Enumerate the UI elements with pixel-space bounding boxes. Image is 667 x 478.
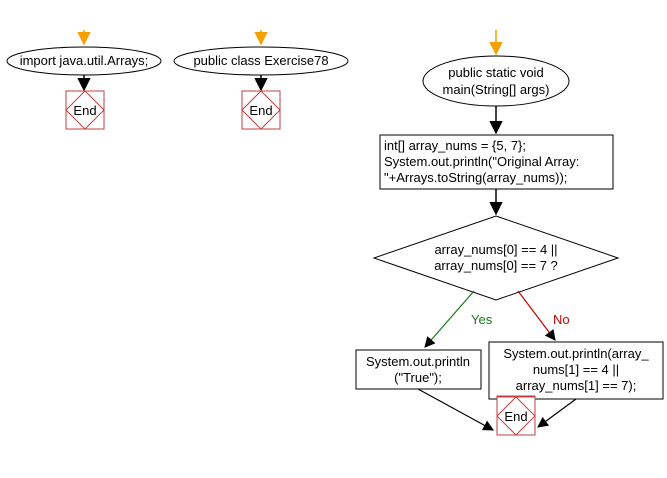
- main-text-line-1: public static void: [448, 65, 543, 80]
- end-node-final: End: [496, 396, 536, 436]
- print-true-block: [355, 349, 482, 390]
- decision-line-1: array_nums[0] == 4 ||: [434, 242, 557, 257]
- print-else-line-1: System.out.println(array_: [503, 346, 649, 361]
- decision-line-2: array_nums[0] == 7 ?: [434, 258, 558, 273]
- end-label: End: [504, 409, 527, 424]
- no-edge: [517, 290, 556, 341]
- no-label: No: [553, 312, 570, 327]
- init-line-1: int[] array_nums = {5, 7};: [384, 138, 526, 153]
- import-flow: import java.util.Arrays; End: [6, 30, 162, 130]
- yes-edge: [424, 290, 475, 348]
- end-label: End: [73, 103, 96, 118]
- decision-node: [372, 215, 620, 301]
- edge: [417, 388, 494, 431]
- class-flow: public class Exercise78 End: [173, 30, 349, 130]
- main-text-line-2: main(String[] args): [443, 82, 550, 97]
- class-text: public class Exercise78: [193, 53, 328, 68]
- print-true-line-1: System.out.println: [366, 354, 470, 369]
- end-node: End: [241, 90, 281, 130]
- edge: [537, 398, 577, 428]
- print-true-line-2: ("True");: [394, 370, 442, 385]
- init-line-3: "+Arrays.toString(array_nums));: [384, 170, 567, 185]
- end-node: End: [65, 90, 105, 130]
- init-line-2: System.out.println("Original Array:: [384, 154, 579, 169]
- yes-label: Yes: [471, 312, 493, 327]
- print-else-line-3: array_nums[1] == 7);: [516, 378, 637, 393]
- init-block: [379, 134, 614, 190]
- import-text: import java.util.Arrays;: [20, 53, 149, 68]
- print-else-block: [488, 341, 664, 400]
- print-else-line-2: nums[1] == 4 ||: [533, 362, 619, 377]
- end-label: End: [249, 103, 272, 118]
